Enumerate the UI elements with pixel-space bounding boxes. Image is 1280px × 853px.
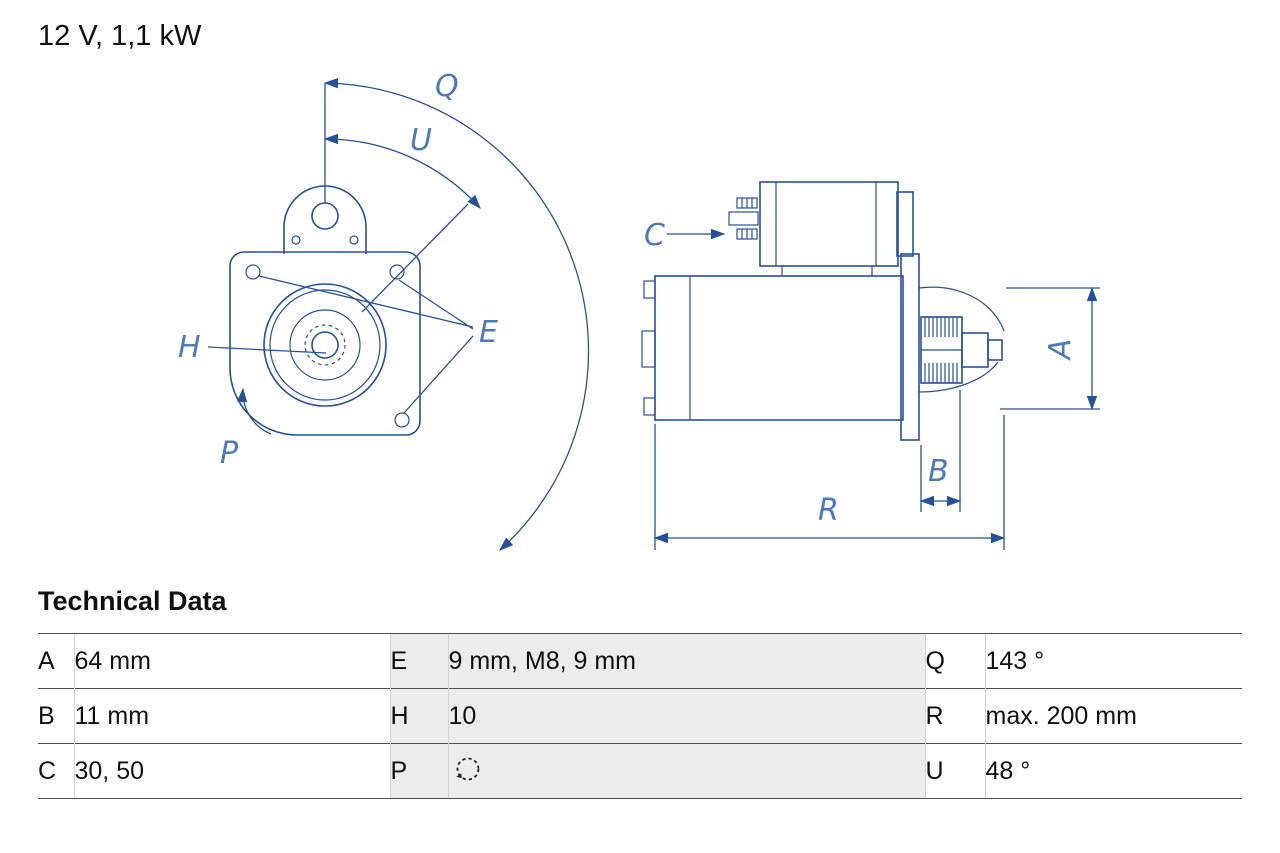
dimension-r: R [653,415,1006,550]
drive-pinion [918,286,1005,393]
solenoid-terminals [728,197,759,240]
table-row: A 64 mm E 9 mm, M8, 9 mm Q 143 ° [38,633,1242,689]
dimension-b: B [919,390,962,512]
technical-data-heading: Technical Data [38,586,227,616]
label-e: E [479,315,498,350]
e-leader-lines [258,275,474,414]
rotation-ccw-icon [455,757,479,781]
voltage-power-title: 12 V, 1,1 kW [38,20,202,52]
dimension-u-arc [323,133,481,209]
technical-data-table: A 64 mm E 9 mm, M8, 9 mm Q 143 ° B 11 mm… [38,633,1242,799]
spec-key-c: C [38,743,74,799]
dimension-a: A [1000,286,1100,411]
spec-value-h: 10 [447,688,925,744]
label-p: P [220,436,239,471]
spec-key-r: R [924,688,985,744]
bolt-hole [245,264,261,280]
h-leader-line [207,346,327,354]
spec-key-a: A [38,633,74,689]
label-h: H [178,330,201,365]
spec-value-p [447,743,925,799]
spec-key-e: E [389,633,448,689]
spec-key-h: H [389,688,448,744]
label-u: U [410,123,432,158]
spec-key-p: P [389,743,448,799]
spec-key-b: B [38,688,74,744]
spec-key-u: U [924,743,985,799]
label-a: A [1043,339,1078,362]
spec-value-u: 48 ° [984,743,1242,799]
side-flange-plate [900,253,920,441]
solenoid-body [759,181,914,276]
table-row: C 30, 50 P U 48 ° [38,743,1242,799]
spec-value-q: 143 ° [984,633,1242,689]
motor-body [641,275,904,421]
label-b: B [928,454,949,489]
dimension-q-arc [323,78,590,551]
spec-value-a: 64 mm [73,633,390,689]
bolt-hole [394,412,410,428]
side-view: C [641,181,1100,550]
label-r: R [818,493,839,528]
spec-key-q: Q [924,633,985,689]
ear-hole [311,202,339,230]
rotation-direction-arrow [236,387,272,435]
spec-value-b: 11 mm [73,688,390,744]
starter-motor-drawing: Q U E H P C [178,69,1100,551]
front-flange-plate [229,251,421,436]
spec-value-r: max. 200 mm [984,688,1242,744]
label-q: Q [435,69,459,104]
spec-value-e: 9 mm, M8, 9 mm [447,633,925,689]
front-view: Q U E H P [178,69,590,551]
label-c: C [644,218,665,253]
table-row: B 11 mm H 10 R max. 200 mm [38,688,1242,744]
spec-value-c: 30, 50 [73,743,390,799]
u-radial-line [361,203,469,313]
